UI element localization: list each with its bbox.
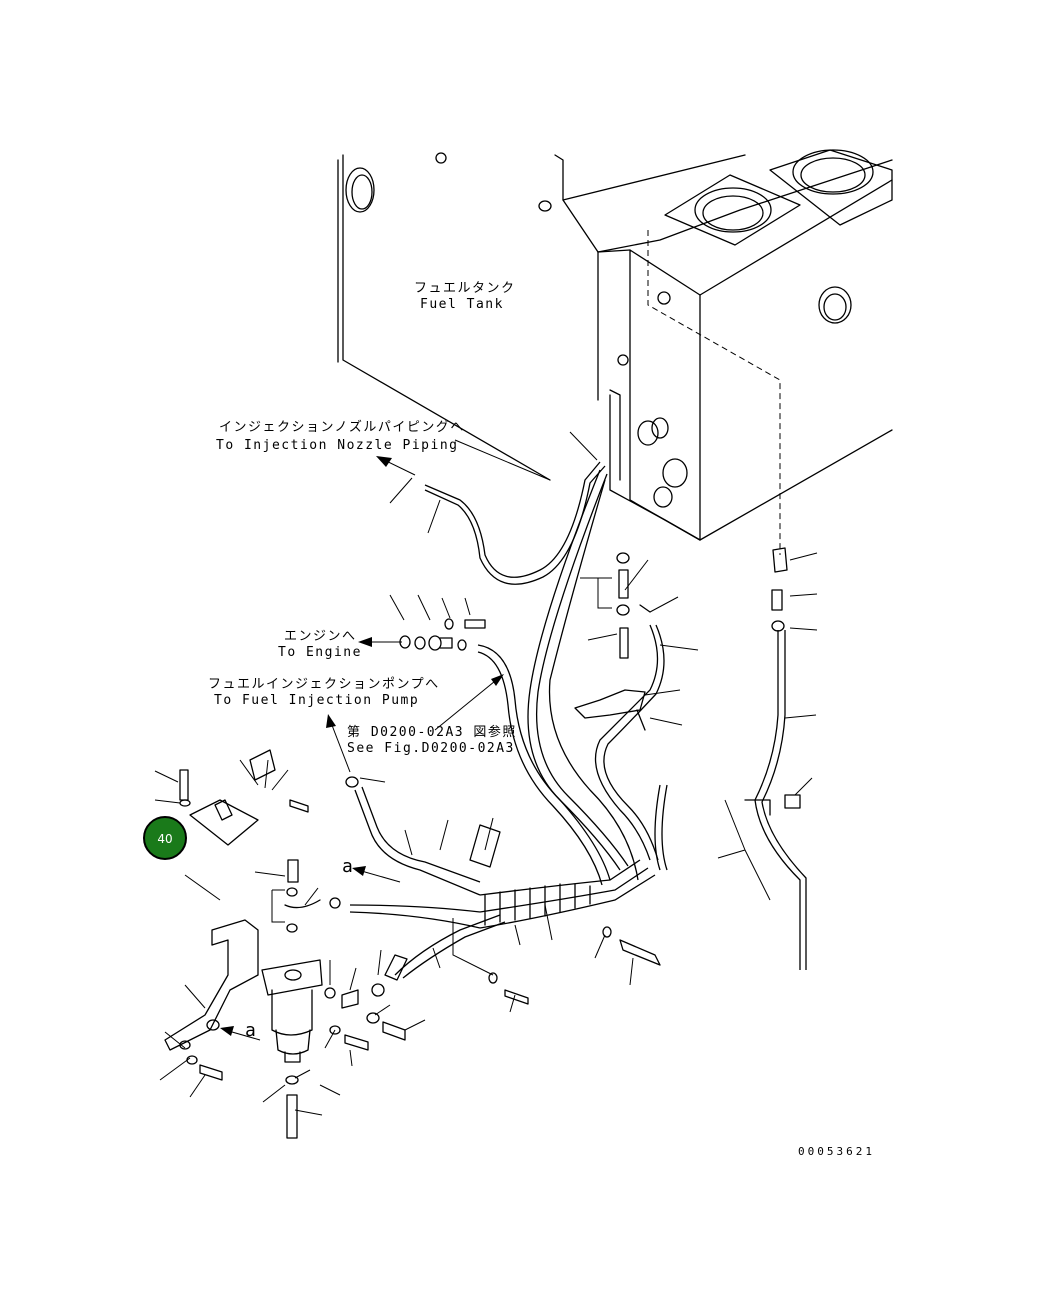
fuel-tank-label: フュエルタンク Fuel Tank (414, 281, 516, 312)
tank-hidden-lines (647, 230, 781, 555)
callout-badge-40[interactable]: 40 (143, 816, 187, 860)
callout-circle[interactable] (143, 816, 187, 860)
fittings (345, 547, 801, 1005)
injection-nozzle-label: インジェクションノズルパイピングへ To Injection Nozzle Pi… (216, 419, 465, 453)
injection-nozzle-label-en: To Injection Nozzle Piping (216, 438, 459, 453)
ref-a-upper: a (342, 856, 354, 877)
hose-wrap (484, 883, 591, 926)
see-fig-label: 第 D0200-02A3 図参照 See Fig.D0200-02A3 (347, 724, 517, 756)
fuel-filter-assembly (164, 749, 406, 1139)
callout-number: 40 (157, 832, 172, 846)
fuel-tank (337, 149, 893, 541)
engine-label-jp: エンジンへ (284, 629, 357, 644)
drawing-number: 00053621 (798, 1145, 875, 1158)
ref-a-lower: a (245, 1020, 257, 1041)
fuel-pump-label-en: To Fuel Injection Pump (214, 693, 419, 708)
see-fig-label-en: See Fig.D0200-02A3 (347, 741, 515, 756)
fuel-pump-label: フュエルインジェクションポンプへ To Fuel Injection Pump (208, 677, 440, 708)
fuel-tank-label-en: Fuel Tank (420, 297, 504, 312)
fuel-pump-label-jp: フュエルインジェクションポンプへ (208, 677, 440, 692)
engine-label: エンジンへ To Engine (278, 629, 362, 660)
engine-label-en: To Engine (278, 645, 362, 660)
fuel-hoses (349, 461, 807, 979)
injection-nozzle-label-jp: インジェクションノズルパイピングへ (219, 419, 465, 435)
leader-lines (154, 431, 818, 1116)
see-fig-label-jp: 第 D0200-02A3 図参照 (347, 724, 517, 740)
fuel-tank-label-jp: フュエルタンク (414, 281, 516, 296)
direction-arrows (220, 456, 504, 1041)
